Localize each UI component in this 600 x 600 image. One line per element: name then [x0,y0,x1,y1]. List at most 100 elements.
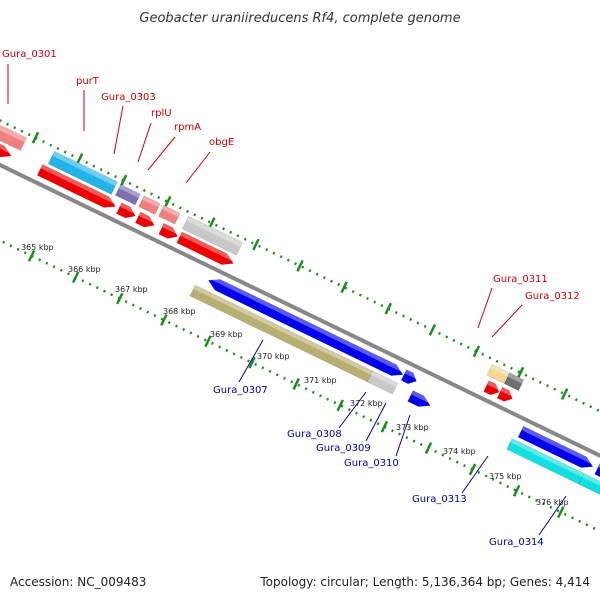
gene-shape [380,359,404,376]
label-leader-line [365,402,387,442]
gene-feature [503,372,525,391]
gene-shape [486,364,509,384]
gene-feature [486,364,509,384]
label-leader-line [461,455,489,494]
gene-label: Gura_0309 [316,443,371,454]
label-leader-line [395,414,411,457]
gene-shape [134,211,155,228]
gene-highlight [142,195,161,208]
scale-tick [512,484,521,497]
inner-dotted-track [0,239,600,533]
scale-label: 371 kbp [304,376,337,385]
gene-feature [114,184,141,206]
gene-label: Gura_0314 [489,537,544,548]
outer-tick [560,388,569,400]
gene-feature [496,386,516,402]
gene-highlight [118,184,141,198]
gene-feature [207,275,392,374]
outer-tick [31,131,40,144]
gene-shape [47,150,118,195]
gene-highlight [0,130,14,155]
gene-label: Gura_0303 [101,92,156,103]
gene-highlight [487,380,502,391]
gene-highlight [180,232,237,262]
outer-tick [296,259,304,272]
scale-label: 369 kbp [210,330,243,339]
gene-shape [407,390,431,407]
gene-shape [366,370,399,395]
gene-feature [36,164,119,208]
scale-tick [71,271,80,284]
gene-label: obgE [209,137,234,148]
outer-tick [252,238,260,251]
outer-tick [384,302,392,315]
gene-feature [517,425,596,468]
topology-text: Topology: circular; Length: 5,136,364 bp… [259,575,590,589]
scale-tick [292,378,300,390]
gene-label: Gura_0310 [344,458,399,469]
scale-tick [336,399,344,412]
gene-feature [134,211,157,228]
gene-feature [158,204,181,225]
gene-labels: Gura_0301purTGura_0303rplUrpmAobgEGura_0… [2,49,580,548]
gene-label: Gura_0307 [213,385,268,396]
outer-tick [163,195,172,208]
gene-highlight [510,438,585,478]
label-leaders [7,64,567,536]
scale-tick [160,313,168,326]
gene-shape [158,204,181,225]
gene-shape [503,372,525,391]
gene-label: rplU [151,108,172,119]
gene-highlight [500,387,516,398]
gene-shape [496,386,513,402]
label-leader-line [477,287,493,329]
gene-highlight [193,285,376,377]
gene-feature [407,390,433,407]
label-leader-line [238,339,264,383]
gene-highlight [490,364,509,377]
scale-tick [27,249,36,262]
gene-feature [0,130,14,158]
gene-highlight [507,372,524,384]
gene-shape [594,462,600,506]
scale-label: 373 kbp [396,423,429,432]
outer-dotted-track [0,119,600,413]
label-leader-line [113,105,124,155]
label-leader-line [338,391,367,429]
gene-feature [176,231,237,265]
gene-feature [116,202,138,219]
gene-feature [138,195,161,215]
gene-highlight [186,216,243,247]
genome-backbone [0,162,600,458]
gene-highlight [521,426,596,465]
gene-shape [0,130,12,158]
gene-label: rpmA [174,122,201,133]
accession-text: Accession: NC_009483 [10,575,146,589]
map-title: Geobacter uraniireducens Rf4, complete g… [139,11,460,26]
gene-shape [400,369,417,385]
gene-feature [47,150,118,195]
gene-features [0,114,600,520]
scale-tick [424,442,433,455]
gene-feature [506,438,585,485]
outer-tick [516,366,525,379]
scale-label: 375 kbp [489,472,522,481]
scale-tick [248,356,256,369]
gene-feature [594,462,600,506]
scale-label: 366 kbp [68,265,101,274]
label-leader-line [137,122,152,163]
gene-label: Gura_0308 [287,429,342,440]
gene-highlight [370,371,398,387]
gene-shape [138,195,161,215]
gene-feature [0,114,27,151]
gene-label: Gura_0311 [493,274,548,285]
label-leader-line [491,304,523,338]
gene-shape [483,380,500,396]
gene-shape [114,184,141,206]
gene-label: Gura_0301 [2,49,57,60]
scale-label: 365 kbp [21,243,54,252]
gene-feature [380,359,406,376]
gene-shape [517,425,594,468]
